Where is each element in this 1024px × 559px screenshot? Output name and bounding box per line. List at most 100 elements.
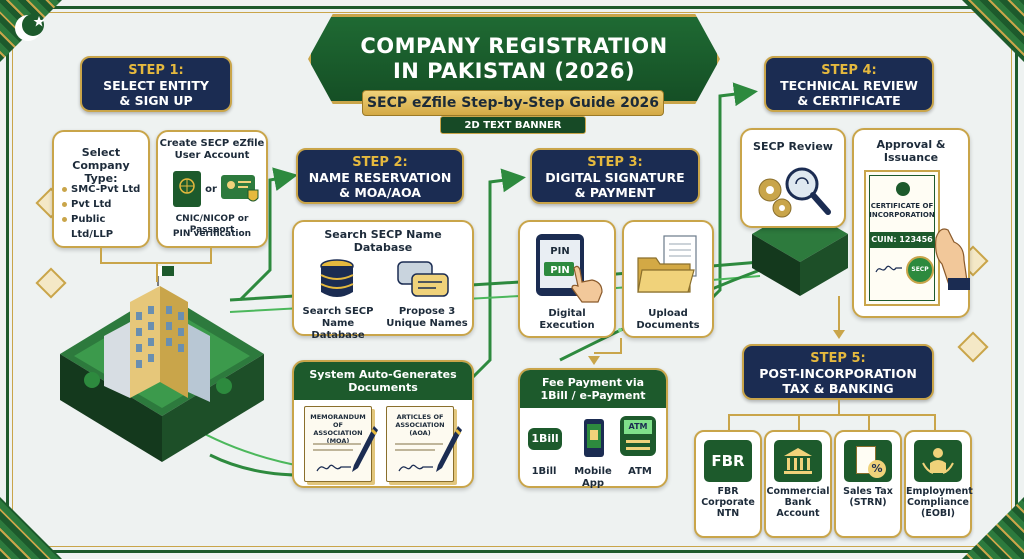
bank-building-icon [784,448,812,474]
company-type-option: SMC-Pvt Ltd [62,182,148,197]
approval-issuance-card: Approval & Issuance CERTIFICATE OF INCOR… [852,128,970,318]
tablet-icon [536,234,584,296]
atm-screen-label: ATM [624,420,652,434]
pen-icon [436,426,462,472]
text-line [313,443,361,445]
documents-card: System Auto-Generates Documents MEMORAND… [292,360,474,488]
pin-button-label: PIN [550,265,570,276]
fbr-logo-icon: FBR [704,440,752,482]
hand-icon [935,228,970,290]
step5-number: STEP 5: [810,351,866,366]
company-type-card: Select Company Type: SMC-Pvt Ltd Pvt Ltd… [52,130,150,248]
secp-review-card: SECP Review [740,128,846,228]
sales-tax-label-line2: (STRN) [849,497,887,508]
digital-execution-card: PIN PIN Digital Execution [518,220,616,338]
name-search-card: Search SECP Name Database Search SECP Na… [292,220,474,341]
certificate-icon: CERTIFICATE OF INCORPORATION CUIN: 12345… [864,170,940,306]
step2-header: STEP 2: NAME RESERVATION & MOA/AOA [296,148,464,204]
propose-names-label-line2: Unique Names [386,318,468,329]
connector-line [100,248,102,262]
connector-arrow [588,356,600,365]
bank-icon [774,440,822,482]
seal-icon: SECP [906,256,934,284]
connector-line [838,400,840,414]
page-title-line1: COMPANY REGISTRATION [360,34,668,58]
1bill-logo: 1Bill [528,428,562,450]
page-title-line2: IN PAKISTAN (2026) [392,59,636,83]
payment-label-atm: ATM [628,466,652,477]
upload-documents-label-line2: Documents [636,320,700,331]
fee-payment-title-line2: 1Bill / e-Payment [540,389,646,402]
user-account-title-line2: User Account [174,150,250,161]
connector-line [868,414,870,430]
payment-label-1bill: 1Bill [531,466,557,477]
bank-label-line1: Commercial [766,486,830,497]
magnifier-icon [785,167,819,201]
text-line [395,449,435,451]
certificate-title-line1: CERTIFICATE OF [870,202,934,210]
name-search-title-line1: Search SECP Name [324,228,442,241]
connector-line [594,352,622,354]
step1-title-line2: & SIGN UP [119,93,193,108]
documents-title-line2: Documents [348,381,418,394]
connector-arrow [833,330,845,339]
id-card-icon [221,175,259,202]
connector-line [210,248,212,264]
subtitle-ribbon: SECP eZfile Step-by-Step Guide 2026 [362,90,664,116]
fbr-label-line2: Corporate [701,497,755,508]
connector-line [838,296,840,332]
step5-title-line2: TAX & BANKING [782,381,894,396]
search-db-label-line1: Search SECP [302,306,374,317]
worker-figure-icon [922,448,954,474]
signature-icon [875,265,902,273]
digital-execution-label-line1: Digital [548,308,586,319]
user-account-title-line1: Create SECP eZfile [159,138,265,149]
step1-header: STEP 1: SELECT ENTITY & SIGN UP [80,56,232,112]
worker-icon [914,440,962,482]
search-db-label-line2: Name Database [311,318,365,341]
subtitle2-ribbon: 2D TEXT BANNER [440,116,586,134]
payment-label-mobile-app: Mobile App [574,466,612,489]
signature-icon [398,464,433,472]
step3-title-line2: & PAYMENT [574,185,656,200]
bank-account-card: Commercial Bank Account [764,430,832,538]
company-type-title-line2: Company Type: [72,159,130,185]
connector-line [728,414,936,416]
company-type-option: Public Ltd/LLP [62,212,148,242]
user-account-card: Create SECP eZfile User Account or CNIC/… [156,130,268,248]
step5-title-line1: POST-INCORPORATION [759,366,917,381]
moa-document: MEMORANDUM OF ASSOCIATION (MOA) [304,406,372,482]
step4-title-line2: & CERTIFICATE [797,93,901,108]
pen-icon [352,426,378,472]
verification-line2: PIN verification [172,229,252,239]
approval-title-line2: Issuance [883,151,939,164]
chat-bubbles-icon [397,261,449,297]
step1-title-line1: SELECT ENTITY [103,78,209,93]
step3-title-line1: DIGITAL SIGNATURE [545,170,685,185]
office-building-illustration [60,266,264,462]
sales-tax-label-line1: Sales Tax [843,486,893,497]
mobile-app-icon [584,419,604,457]
moa-title-line1: MEMORANDUM [310,413,366,421]
signature-icon [316,464,351,472]
verification-line1: CNIC/NICOP or Passport [175,214,249,235]
hand-icon [571,265,603,303]
inner-frame [12,12,1012,547]
atm-icon: ATM [620,416,656,456]
eobi-label-line1: Employment [906,486,973,497]
bank-label-line2: Bank Account [776,497,820,519]
connector-line [156,262,158,282]
folder-icon [637,235,697,293]
title-banner: COMPANY REGISTRATION IN PAKISTAN (2026) [308,14,720,104]
database-icon [320,259,354,297]
upload-documents-label-line1: Upload [648,308,688,319]
atm-slot [626,440,650,443]
certificate-title-line2: INCORPORATION [869,211,935,219]
documents-title-line1: System Auto-Generates [309,368,457,381]
moa-title-line2: OF ASSOCIATION [313,421,363,437]
name-search-title-line2: Database [353,241,413,254]
aoa-title-line1: ARTICLES OF [396,413,444,421]
step5-header: STEP 5: POST-INCORPORATION TAX & BANKING [742,344,934,400]
fee-payment-card: Fee Payment via 1Bill / e-Payment 1Bill … [518,368,668,489]
company-type-option: Pvt Ltd [62,197,148,212]
